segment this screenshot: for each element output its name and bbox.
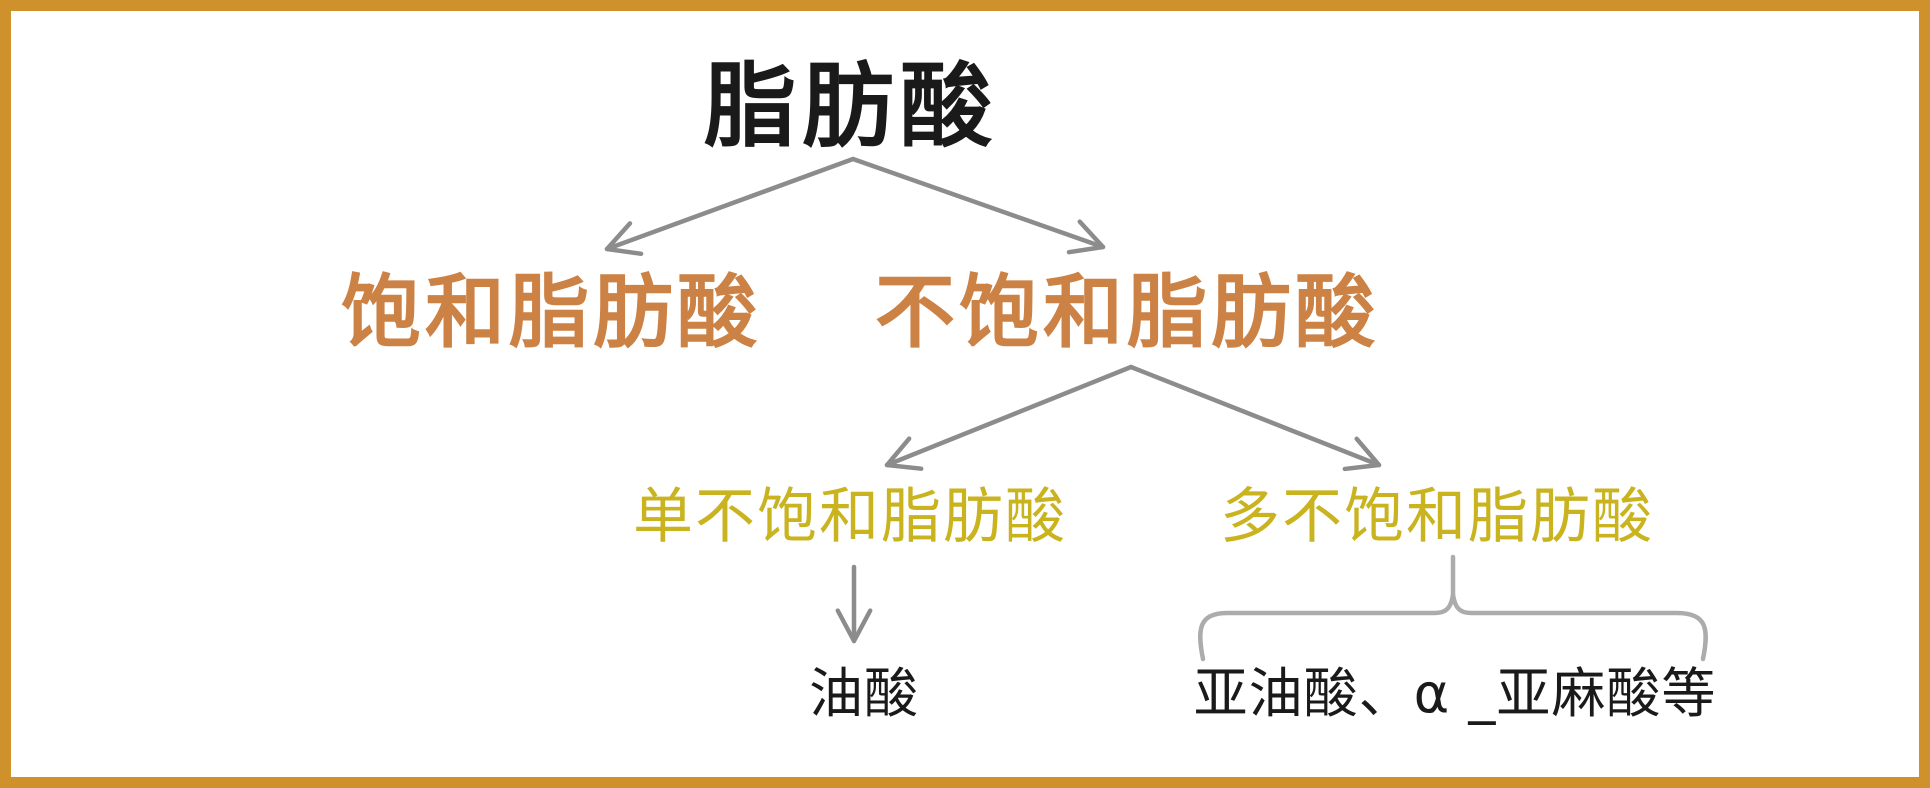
node-saturated-fatty-acid: 饱和脂肪酸 [341,266,761,359]
node-polyunsaturated-fatty-acid: 多不饱和脂肪酸 [1220,482,1654,552]
arrow-unsaturated-to-mono [884,364,1134,471]
arrow-root-to-unsaturated [850,156,1106,255]
arrow-root-to-saturated [604,156,856,257]
node-fatty-acid: 脂肪酸 [703,53,999,160]
node-monounsaturated-fatty-acid: 单不饱和脂肪酸 [633,482,1067,552]
arrow-unsaturated-to-poly [1128,364,1382,472]
node-oleic-acid: 油酸 [809,662,919,725]
poly-brace [1198,592,1708,662]
node-poly-examples: 亚油酸、α _亚麻酸等 [1193,662,1717,725]
node-unsaturated-fatty-acid: 不饱和脂肪酸 [875,266,1379,359]
